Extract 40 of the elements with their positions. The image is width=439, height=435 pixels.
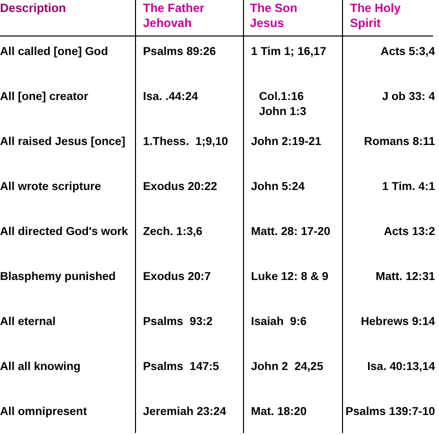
row-description: All called [one] God	[0, 45, 108, 60]
row-description: All wrote scripture	[0, 180, 101, 195]
row-description: All eternal	[0, 315, 56, 330]
scripture-reference: Mat. 18:20	[251, 405, 307, 420]
scripture-reference: Zech. 1:3,6	[143, 225, 202, 240]
column-heading: The Holy Spirit	[350, 1, 402, 31]
row-description: Blasphemy punished	[0, 270, 116, 285]
scripture-reference: Isa. .44:24	[143, 90, 198, 105]
scripture-reference: J ob 33: 4	[382, 90, 435, 105]
scripture-reference: Matt. 28: 17-20	[251, 225, 330, 240]
scripture-reference: 1 Tim 1; 16,17	[251, 45, 326, 60]
row-description: All [one] creator	[0, 90, 88, 105]
scripture-reference: Isaiah 9:6	[251, 315, 307, 330]
row-description: All directed God's work	[0, 225, 128, 240]
column-heading: Description	[0, 1, 68, 16]
scripture-reference: Luke 12: 8 & 9	[251, 270, 328, 285]
scripture-reference: John 5:24	[251, 180, 305, 195]
scripture-reference: Psalms 93:2	[143, 315, 213, 330]
scripture-reference: Psalms 139:7-10	[345, 405, 435, 420]
scripture-reference: Romans 8:11	[364, 135, 435, 150]
row-description: All omnipresent	[0, 405, 87, 420]
scripture-reference: John 2 24,25	[251, 360, 324, 375]
scripture-reference: Hebrews 9:14	[360, 315, 435, 330]
scripture-reference: Exodus 20:22	[143, 180, 218, 195]
scripture-reference: Acts 5:3,4	[380, 45, 435, 60]
scripture-reference: 1 Tim. 4:1	[382, 180, 435, 195]
column-heading: The Son Jesus	[250, 1, 298, 31]
row-description: All raised Jesus [once]	[0, 135, 126, 150]
scripture-reference: Matt. 12:31	[376, 270, 435, 285]
scripture-reference: Exodus 20:7	[143, 270, 211, 285]
scripture-reference: Isa. 40:13,14	[367, 360, 435, 375]
scripture-reference: John 2:19-21	[251, 135, 322, 150]
scripture-reference: 1.Thess. 1;9,10	[143, 135, 228, 150]
row-description: All all knowing	[0, 360, 81, 375]
scripture-reference: Psalms 89:26	[143, 45, 216, 60]
column-heading: The Father Jehovah	[143, 1, 206, 31]
scripture-reference: Acts 13:2	[384, 225, 435, 240]
scripture-reference: Col.1:16 John 1:3	[259, 90, 308, 120]
scripture-reference: Jeremiah 23:24	[143, 405, 226, 420]
scripture-reference: Psalms 147:5	[143, 360, 220, 375]
